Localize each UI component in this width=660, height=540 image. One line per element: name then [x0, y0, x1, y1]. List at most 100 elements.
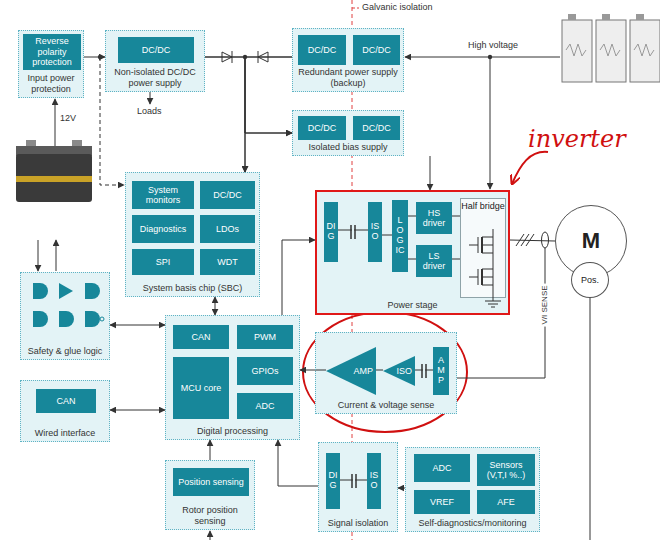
function-block: SPI	[132, 249, 194, 275]
panel-group: Non-isolated DC/DC power supply DC/DC	[105, 30, 205, 92]
block-label: AFE	[497, 497, 515, 507]
connector	[245, 57, 292, 172]
symbol-stroke	[421, 364, 423, 378]
function-block: ADC	[414, 454, 470, 482]
connector	[452, 259, 460, 260]
connector	[278, 440, 318, 486]
block-label: Reverse polarity protection	[25, 36, 79, 67]
function-block: DC/DC	[298, 35, 346, 65]
block-label: AMP	[437, 356, 446, 386]
group-label: Wired interface	[35, 428, 96, 438]
panel-fill	[20, 380, 110, 442]
symbol-stroke	[33, 311, 48, 327]
motor-circle: Pos.	[571, 262, 609, 298]
annotation-ellipse	[303, 312, 467, 432]
connector	[210, 440, 211, 460]
block-label: PWM	[254, 332, 276, 342]
group-label: Safety & glue logic	[28, 346, 103, 356]
annotation-label: V/I SENSE	[540, 283, 549, 326]
panel-fill	[125, 172, 260, 297]
panel-group: Safety & glue logic	[20, 272, 110, 360]
symbol-stroke	[353, 473, 355, 489]
panel-group: Current & voltage sense AMP ISO AMP	[315, 332, 457, 414]
group-label: Signal isolation	[328, 518, 389, 528]
block-label: AMP	[353, 366, 373, 376]
symbol-stroke	[482, 237, 493, 238]
panel-group: Wired interfaceCAN	[20, 380, 110, 442]
symbol-stroke	[469, 245, 478, 246]
block-label: VREF	[430, 497, 454, 507]
vertical-block: DIG	[326, 453, 340, 509]
block-label: WDT	[217, 257, 238, 267]
symbol-stroke	[423, 363, 425, 379]
safety-io-arrow	[38, 240, 56, 271]
panel-group: Input power protectionReverse polarity p…	[18, 30, 84, 98]
block-label: ISO	[371, 222, 380, 242]
function-block: Sensors (V,T,I %..)	[477, 454, 535, 486]
block-label: MCU core	[181, 383, 222, 393]
connector	[245, 57, 292, 133]
group-label: Redundant power supply (backup)	[296, 67, 400, 88]
triangle-shape	[326, 347, 376, 395]
panel-fill	[165, 315, 300, 440]
connector	[205, 57, 292, 133]
block-label: DC/DC	[142, 45, 171, 55]
annotation-label: 12V	[60, 113, 76, 123]
symbol-stroke	[351, 474, 353, 488]
group-label: Self-diagnostics/monitoring	[418, 518, 526, 528]
high-voltage-battery	[562, 14, 660, 82]
block-label: ISO	[370, 471, 379, 491]
symbol-stroke	[85, 283, 100, 299]
panel-group: Isolated bias supplyDC/DCDC/DC	[292, 110, 404, 156]
block-label: DC/DC	[362, 45, 391, 55]
group-label: Rotor position sensing	[169, 505, 251, 526]
symbol-stroke	[352, 224, 354, 240]
block-label: System monitors	[134, 185, 192, 206]
supply-wire	[55, 99, 56, 146]
block-label: Half bridge	[461, 201, 505, 211]
battery-illustration	[16, 176, 92, 182]
symbol-stroke	[482, 285, 493, 286]
connector	[205, 57, 245, 172]
block-label: Position sensing	[178, 477, 244, 487]
safety-io-arrow	[38, 240, 39, 271]
symbol-stroke	[59, 311, 74, 327]
connector	[452, 216, 460, 217]
amplifier-triangle: AMP	[326, 347, 376, 395]
panel-group: Rotor position sensing Position sensing	[165, 460, 255, 530]
block-label: LS driver	[418, 251, 450, 272]
symbol-stroke	[354, 225, 356, 239]
vertical-block: AMP	[433, 347, 449, 395]
panel-fill	[405, 447, 540, 532]
block-label: Pos.	[581, 275, 599, 285]
function-block: DC/DC	[118, 37, 194, 63]
block-label: ISO	[396, 366, 412, 376]
function-block: DC/DC	[298, 116, 346, 140]
connector	[110, 410, 165, 411]
function-block: GPIOs	[237, 357, 293, 385]
function-block: LDOs	[200, 215, 255, 243]
symbol-stroke	[491, 307, 495, 308]
symbol-stroke	[478, 269, 479, 285]
function-block: System monitors	[132, 181, 194, 209]
symbol-stroke	[355, 474, 357, 488]
annotation-label: High voltage	[468, 40, 518, 50]
block-label: HS driver	[418, 208, 450, 229]
panel-fill	[18, 30, 84, 98]
group-label: Current & voltage sense	[338, 400, 435, 410]
block-label: ADC	[255, 401, 274, 411]
symbol-drawing	[461, 199, 507, 299]
annotation-label: Loads	[137, 106, 162, 116]
group-label: Non-isolated DC/DC power supply	[109, 67, 201, 88]
connector	[408, 259, 416, 260]
connector	[376, 370, 383, 371]
panel-group: System basis chip (SBC)System monitorsDC…	[125, 172, 260, 297]
symbol-stroke	[488, 304, 498, 305]
function-block: AFE	[477, 490, 535, 514]
high-voltage-wire	[405, 57, 560, 58]
symbol-stroke	[493, 229, 494, 301]
block-label: Diagnostics	[140, 224, 187, 234]
connector	[300, 370, 326, 371]
high-voltage-battery	[596, 20, 626, 82]
